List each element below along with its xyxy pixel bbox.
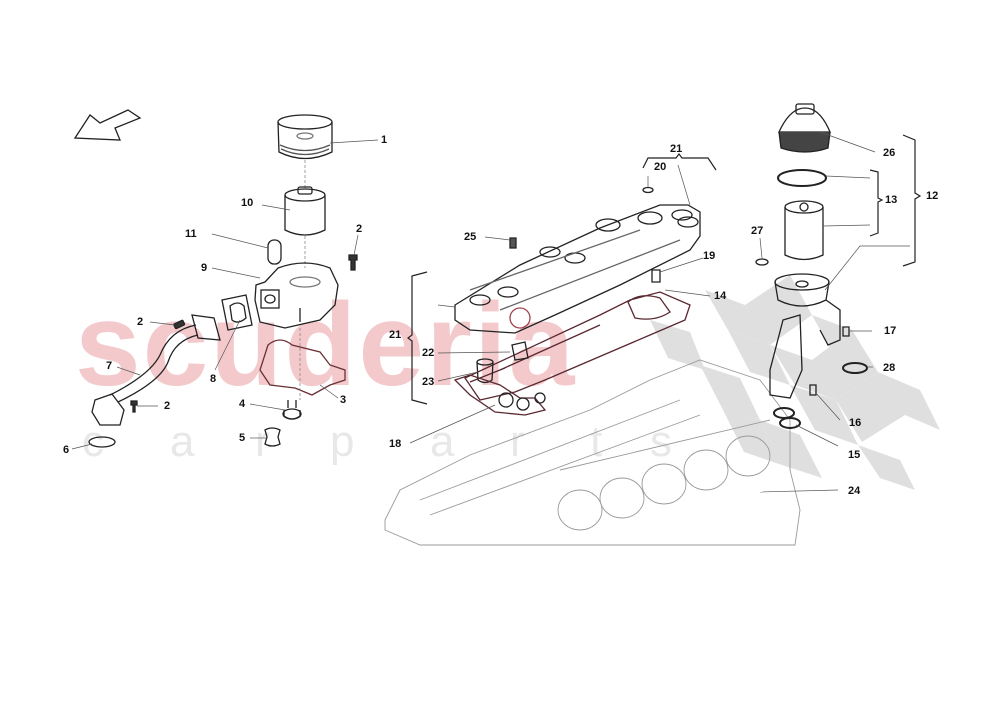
watermark-text: scuderia — [75, 279, 577, 411]
callout-23[interactable]: 23 — [422, 376, 435, 388]
housing-gasket-icon — [259, 339, 346, 396]
bolt-icon — [130, 400, 138, 413]
callout-11[interactable]: 11 — [185, 228, 197, 240]
callout-26[interactable]: 26 — [883, 147, 896, 159]
o-ring-icon — [777, 169, 827, 187]
callout-21[interactable]: 21 — [670, 143, 683, 155]
callout-5[interactable]: 5 — [239, 432, 246, 444]
watermark-letter: p — [330, 417, 355, 466]
watermark-letter: r — [510, 417, 525, 466]
oil-pipe-icon — [91, 314, 221, 426]
screw-icon — [509, 237, 517, 249]
callout-22[interactable]: 22 — [422, 347, 435, 359]
callout-8[interactable]: 8 — [210, 373, 217, 385]
bolt-icon — [173, 319, 186, 330]
oil-filter-housing-icon — [254, 262, 339, 329]
watermark-letter: a — [170, 417, 195, 466]
callout-7[interactable]: 7 — [106, 360, 113, 372]
head-cover-gasket-icon — [464, 291, 691, 401]
seal-ring-icon — [642, 186, 654, 194]
o-ring-icon — [88, 436, 116, 448]
oil-filler-neck-icon — [476, 358, 494, 384]
callout-28[interactable]: 28 — [883, 362, 896, 374]
callout-16[interactable]: 16 — [849, 417, 862, 429]
oil-filter-cap-icon — [277, 114, 333, 160]
direction-arrow-icon — [73, 109, 142, 141]
callout-25[interactable]: 25 — [464, 231, 477, 243]
callout-19[interactable]: 19 — [703, 250, 716, 262]
watermark-letter: c — [82, 417, 104, 466]
bolt-icon — [348, 254, 358, 271]
callout-17[interactable]: 17 — [884, 325, 897, 337]
o-ring-icon — [842, 362, 868, 374]
callout-13[interactable]: 13 — [885, 194, 898, 206]
callout-12[interactable]: 12 — [926, 190, 939, 202]
callout-18[interactable]: 18 — [389, 438, 402, 450]
callout-20[interactable]: 20 — [654, 161, 667, 173]
cylinder-head-cover-icon — [454, 204, 701, 334]
callout-3[interactable]: 3 — [340, 394, 347, 406]
gasket-icon — [453, 374, 547, 416]
callout-1[interactable]: 1 — [381, 134, 388, 146]
callout-2[interactable]: 2 — [164, 400, 171, 412]
callout-10[interactable]: 10 — [241, 197, 254, 209]
callout-2[interactable]: 2 — [137, 316, 144, 328]
watermark-letter: r — [255, 417, 270, 466]
watermark-scuderia: scuderia — [75, 286, 576, 404]
o-ring-icon — [779, 417, 801, 429]
group-brackets — [407, 134, 922, 405]
filter-cap-icon — [777, 103, 831, 153]
bolt-icon — [809, 384, 817, 396]
callout-27[interactable]: 27 — [751, 225, 764, 237]
connector-sleeve-icon — [267, 239, 282, 265]
watermark-letter: a — [430, 417, 455, 466]
callout-14[interactable]: 14 — [714, 290, 727, 302]
callout-6[interactable]: 6 — [63, 444, 70, 456]
callout-21[interactable]: 21 — [389, 329, 402, 341]
breather-valve-icon — [511, 341, 529, 361]
leader-lines — [71, 131, 910, 493]
flange-gasket-icon — [221, 294, 253, 331]
o-ring-icon — [755, 258, 769, 266]
plug-icon — [282, 400, 302, 420]
seal-sleeve-icon — [264, 427, 281, 447]
oil-filter-element-icon — [284, 186, 326, 236]
o-ring-icon — [773, 407, 795, 419]
callout-9[interactable]: 9 — [201, 262, 208, 274]
filter-element-icon — [784, 200, 824, 261]
callout-2[interactable]: 2 — [356, 223, 363, 235]
callout-24[interactable]: 24 — [848, 485, 861, 497]
callout-4[interactable]: 4 — [239, 398, 246, 410]
callout-15[interactable]: 15 — [848, 449, 861, 461]
bolt-icon — [842, 326, 850, 337]
oil-filter-housing-icon — [769, 273, 841, 399]
watermark-letter: s — [650, 417, 672, 466]
engine-block-icon — [384, 359, 801, 546]
plug-icon — [651, 269, 661, 283]
